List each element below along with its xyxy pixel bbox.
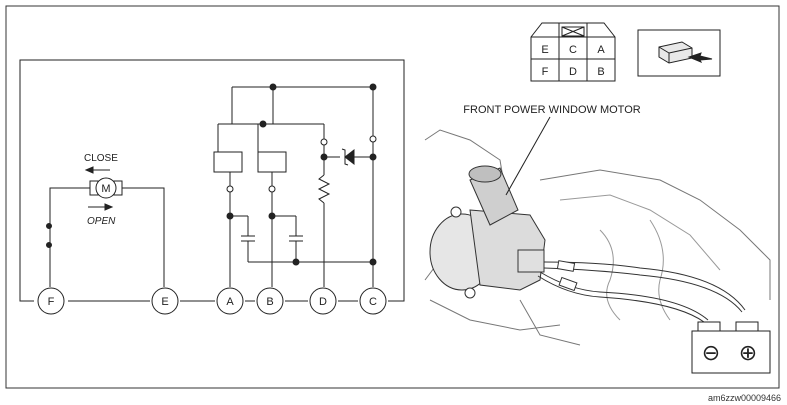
connector-pinout <box>530 22 616 82</box>
callout-leader <box>505 116 551 196</box>
junction-dot <box>369 153 377 161</box>
terminal-label: F <box>48 296 55 308</box>
terminal-a: A <box>216 287 244 315</box>
reference-code: am6zzw00009466 <box>707 393 781 403</box>
zener-diode-bar <box>341 148 349 166</box>
schematic-enclosure <box>19 59 405 302</box>
close-label: CLOSE <box>84 153 118 164</box>
motor-wire-right <box>122 187 165 287</box>
battery-wire-positive <box>543 261 746 311</box>
terminal-label: B <box>266 296 273 308</box>
motor-cap <box>468 165 502 183</box>
connector-cell: A <box>597 44 605 56</box>
door-panel-sketch <box>429 299 561 331</box>
junction-dot <box>269 83 277 91</box>
connector-plug-edge <box>658 46 670 54</box>
terminal-label: D <box>319 296 327 308</box>
motor-illustration <box>424 116 771 346</box>
terminal-label: E <box>161 296 168 308</box>
blank-cell-cross <box>561 26 585 37</box>
open-contact <box>226 185 234 193</box>
battery-negative-icon: ⊖ <box>702 340 720 365</box>
terminal-d: D <box>309 287 337 315</box>
terminal-label: C <box>369 296 377 308</box>
open-contact <box>268 185 276 193</box>
zener-diode-icon <box>344 148 355 166</box>
connector-cell: F <box>542 66 549 78</box>
battery-wire-negative <box>537 275 705 323</box>
open-contact <box>369 135 377 143</box>
resistor-icon <box>317 174 331 204</box>
connector-plug-edge <box>668 47 693 54</box>
open-contact <box>320 138 328 146</box>
junction-dot <box>46 223 52 229</box>
motor-icon <box>95 177 117 199</box>
terminal-label: A <box>226 296 234 308</box>
terminal-b: B <box>256 287 284 315</box>
door-panel-sketch <box>649 219 671 321</box>
open-arrow-icon <box>104 203 114 211</box>
motor-connector <box>517 249 545 273</box>
door-panel-sketch <box>539 169 771 300</box>
connector-cell: B <box>597 66 604 78</box>
relay-a <box>213 151 243 173</box>
schematic <box>19 59 405 302</box>
close-arrow-icon <box>84 166 94 174</box>
relay-b <box>257 151 287 173</box>
terminal-e: E <box>151 287 179 315</box>
junction-dot <box>46 242 52 248</box>
door-panel-sketch <box>559 194 721 271</box>
connector-cell: C <box>569 44 577 56</box>
junction-dot <box>369 83 377 91</box>
connector-view <box>637 29 721 77</box>
wire-clip <box>558 276 578 292</box>
mount-bolt <box>450 206 462 218</box>
connector-cell: D <box>569 66 577 78</box>
door-panel-sketch <box>599 229 621 321</box>
battery-positive-icon: ⊕ <box>739 340 757 365</box>
outer-frame <box>5 5 780 389</box>
open-label: OPEN <box>87 216 116 227</box>
mount-bolt <box>464 287 476 299</box>
battery-body <box>691 330 771 374</box>
battery <box>691 321 771 374</box>
door-panel-sketch <box>519 299 581 346</box>
motor-symbol-label: M <box>101 183 110 195</box>
battery-wire-positive <box>543 267 743 313</box>
terminal-c: C <box>359 287 387 315</box>
terminal-f: F <box>37 287 65 315</box>
wire-clip <box>556 260 576 272</box>
view-direction-arrow-icon <box>687 52 713 63</box>
junction-dot <box>259 120 267 128</box>
connector-cell: E <box>541 44 548 56</box>
motor-wire-left <box>49 187 90 287</box>
motor-callout-label: FRONT POWER WINDOW MOTOR <box>463 104 640 116</box>
